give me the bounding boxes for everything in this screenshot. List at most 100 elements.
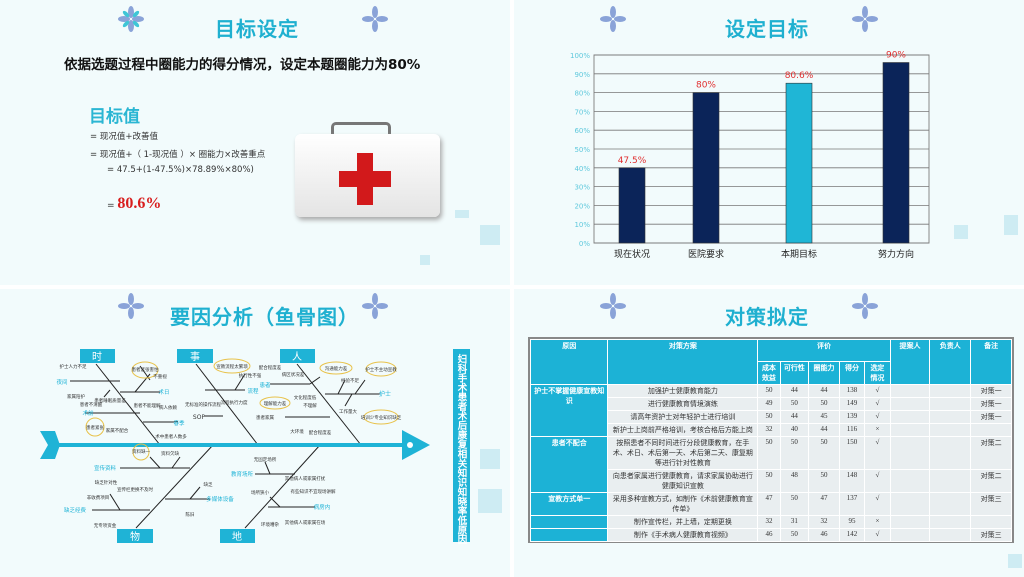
slide-title: 设定目标 — [725, 17, 809, 41]
cause-label: 其他病人或家属在场 — [285, 519, 326, 526]
formula-line-2: = 现况值+（ 1-现况值 ）× 圈能力×改善重点 — [90, 150, 266, 160]
cause-label: 患者家属 — [256, 414, 274, 421]
subtitle: 依据选题过程中圈能力的得分情况，设定本题圈能力为80% — [64, 57, 421, 73]
cause-label: 患者不能理解 — [134, 402, 161, 409]
proposer-cell — [889, 469, 931, 493]
flower-icon — [118, 6, 144, 32]
flower-icon — [362, 6, 388, 32]
eval-cell: 50 — [757, 469, 781, 493]
first-aid-kit-image — [295, 122, 440, 217]
cause-label: 场所狭小 — [251, 489, 269, 496]
bar-chart: 0%10%20%30%40%50%60%70%80%90%100%47.5%现在… — [570, 51, 930, 260]
cause-label: 护士 — [379, 390, 391, 398]
y-tick-label: 50% — [574, 146, 590, 154]
cause-label: SOP — [193, 414, 206, 421]
header-owner: 负责人 — [929, 339, 972, 385]
formula-line-1: = 现况值+改善值 — [90, 132, 158, 142]
cause-label: 多媒体设备 — [206, 495, 234, 503]
header-score: 得分 — [838, 361, 866, 385]
cause-label: 患者紧张害怕 — [132, 366, 159, 373]
category-matter: 事 — [190, 350, 200, 363]
target-heading: 目标值 — [89, 107, 140, 127]
slide-title: 目标设定 — [215, 17, 299, 41]
eval-cell: 148 — [838, 469, 866, 493]
data-label: 90% — [886, 51, 906, 61]
eval-cell: 50 — [757, 436, 781, 470]
cause-label: 缺乏针对性 — [95, 479, 118, 486]
slide-goal-setting: 目标设定 依据选题过程中圈能力的得分情况，设定本题圈能力为80% 目标值 = 现… — [0, 0, 510, 285]
header-ability: 圈能力 — [808, 361, 840, 385]
owner-cell — [929, 492, 972, 516]
note-cell: 对策一 — [970, 384, 1012, 398]
y-tick-label: 20% — [574, 202, 590, 210]
cause-label: 春季 — [173, 419, 185, 427]
eval-cell: 50 — [808, 469, 840, 493]
owner-cell — [929, 436, 972, 470]
cause-label: 经验不足 — [341, 377, 359, 384]
eval-cell: 50 — [779, 397, 810, 411]
eval-cell: 31 — [779, 515, 810, 529]
proposer-cell — [889, 515, 931, 529]
cause-label: 家属不配合 — [106, 427, 129, 434]
cause-label: 夜间 — [56, 378, 67, 386]
eval-cell: 49 — [757, 397, 781, 411]
slide-fishbone: 要因分析（鱼骨图） 时 事 人 物 地 妇科手术患者术后康复相关知识知晓率低原因… — [0, 289, 510, 577]
proposer-cell — [889, 384, 931, 398]
cause-label: 家属陪护 — [67, 393, 85, 400]
cause-label: 配合程度差 — [309, 429, 332, 436]
category-time: 时 — [92, 351, 102, 363]
flower-icon — [118, 293, 144, 319]
plan-cell: 采用多种宣教方式，如制作《术前健康教育宣传单》 — [607, 492, 759, 516]
eval-cell: 47 — [757, 492, 781, 516]
header-plan: 对策方案 — [607, 339, 759, 385]
cause-label: 非收费项目 — [87, 494, 110, 501]
y-tick-label: 10% — [574, 221, 590, 229]
x-tick-label: 本期目标 — [781, 248, 817, 260]
data-label: 47.5% — [618, 156, 647, 166]
eval-cell: 142 — [838, 528, 866, 542]
bar — [618, 167, 646, 244]
plan-cell: 新护士上岗前严格培训，考核合格后方能上岗 — [607, 423, 759, 437]
countermeasure-table-frame: 原因对策方案评价提案人负责人备注 成本效益可行性圈能力得分选定情况 护士不掌握健… — [528, 337, 1014, 543]
note-cell: 对策一 — [970, 397, 1012, 411]
plan-cell: 制作《手术病人健康教育视频》 — [607, 528, 759, 542]
cause-label: 护士人力不足 — [60, 363, 87, 370]
proposer-cell — [889, 410, 931, 424]
eval-cell: 50 — [757, 410, 781, 424]
note-cell: 对策三 — [970, 492, 1012, 516]
decoration — [455, 210, 469, 218]
eval-cell: √ — [864, 384, 891, 398]
decoration — [480, 449, 500, 469]
y-tick-label: 70% — [574, 108, 590, 116]
eval-cell: 139 — [838, 410, 866, 424]
y-tick-label: 30% — [574, 184, 590, 192]
cause-label: 有些知识不宜现场讲解 — [291, 488, 336, 495]
eval-cell: 46 — [757, 528, 781, 542]
header-cause: 原因 — [529, 339, 609, 385]
cause-label: 患者不清醒 — [80, 401, 103, 408]
plan-cell: 请高年资护士对年轻护士进行培训 — [607, 410, 759, 424]
owner-cell — [929, 397, 972, 411]
cause-label: 术日 — [158, 388, 169, 396]
decoration — [420, 255, 430, 265]
cause-label: 流程执行力度 — [221, 399, 248, 406]
bar — [692, 92, 720, 244]
cause-label: 缺乏经费 — [64, 506, 87, 514]
cause-label: 流程 — [247, 387, 259, 395]
note-cell: 对策三 — [970, 528, 1012, 542]
eval-cell: √ — [864, 410, 891, 424]
category-person: 人 — [292, 351, 302, 363]
y-tick-label: 80% — [574, 90, 590, 98]
cause-label: 工作量大 — [339, 408, 357, 415]
owner-cell — [929, 515, 972, 529]
flower-icon — [600, 293, 626, 319]
result-value: 80.6% — [117, 195, 162, 212]
cause-label: 无固定场所 — [254, 456, 277, 463]
decoration — [1008, 554, 1022, 568]
note-cell: 对策一 — [970, 410, 1012, 424]
eval-cell: 50 — [757, 384, 781, 398]
x-tick-label: 现在状况 — [614, 248, 650, 260]
